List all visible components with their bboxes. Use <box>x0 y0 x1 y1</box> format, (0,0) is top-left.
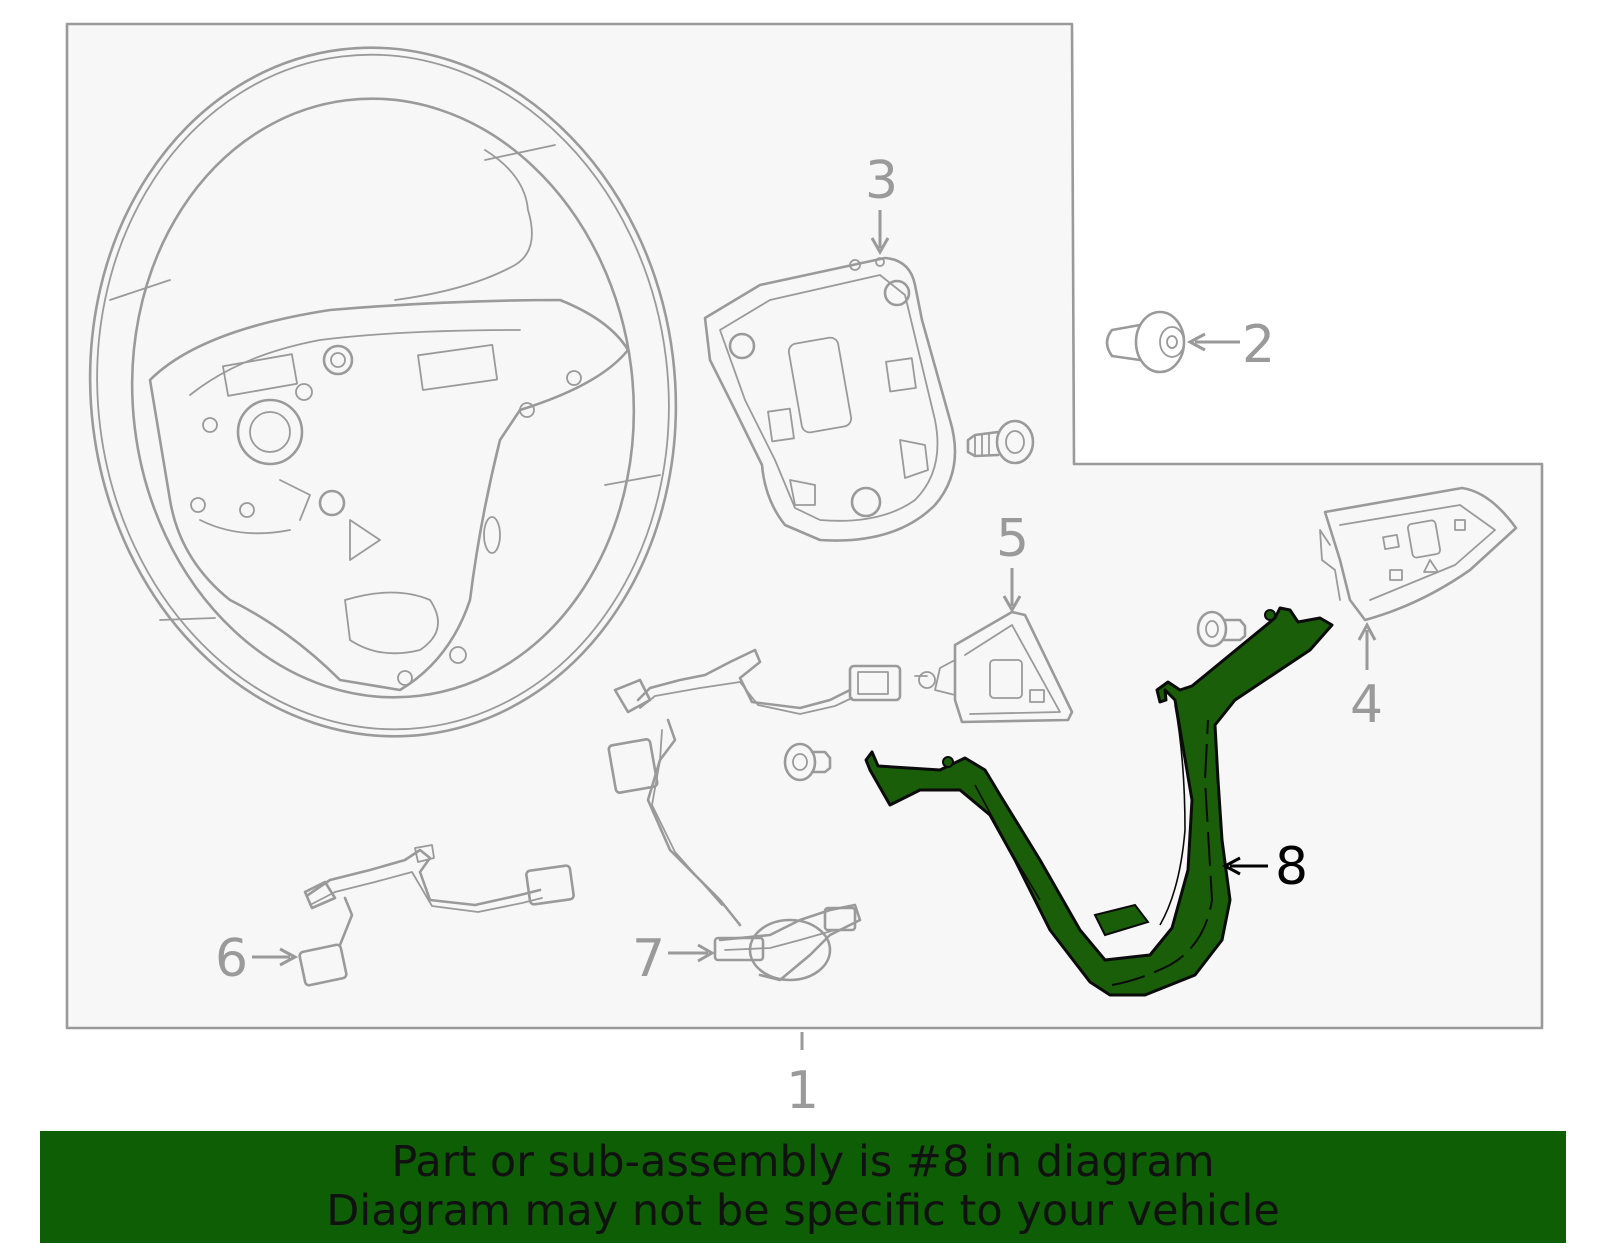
parts-diagram: 3 2 5 4 6 7 1 8 <box>65 22 1544 1121</box>
callout-3: 3 <box>865 151 898 211</box>
assembly-frame <box>65 22 1544 1030</box>
part-3-module <box>703 256 957 542</box>
screw-part-3 <box>966 419 1035 465</box>
callout-7: 7 <box>632 929 665 989</box>
screw-part-8 <box>783 742 832 782</box>
part-2-bolt <box>1105 310 1186 374</box>
callout-1: 1 <box>786 1061 819 1121</box>
banner-line-1: Part or sub-assembly is #8 in diagram <box>391 1137 1215 1187</box>
part-6-harness <box>298 844 575 987</box>
callout-8: 8 <box>1275 837 1308 897</box>
part-7-harness <box>607 648 902 982</box>
callout-5: 5 <box>996 509 1029 569</box>
callout-arrows <box>252 210 1377 1050</box>
part-8-trim-cover <box>864 606 1334 997</box>
info-banner: Part or sub-assembly is #8 in diagram Di… <box>40 1131 1566 1243</box>
callout-6: 6 <box>215 929 248 989</box>
callout-4: 4 <box>1350 675 1383 735</box>
callout-2: 2 <box>1242 315 1275 375</box>
screw-part-4 <box>1196 610 1247 648</box>
part-4-switch <box>1319 486 1518 622</box>
banner-line-2: Diagram may not be specific to your vehi… <box>326 1186 1280 1236</box>
part-5-switch <box>914 610 1074 724</box>
steering-wheel <box>88 46 678 738</box>
